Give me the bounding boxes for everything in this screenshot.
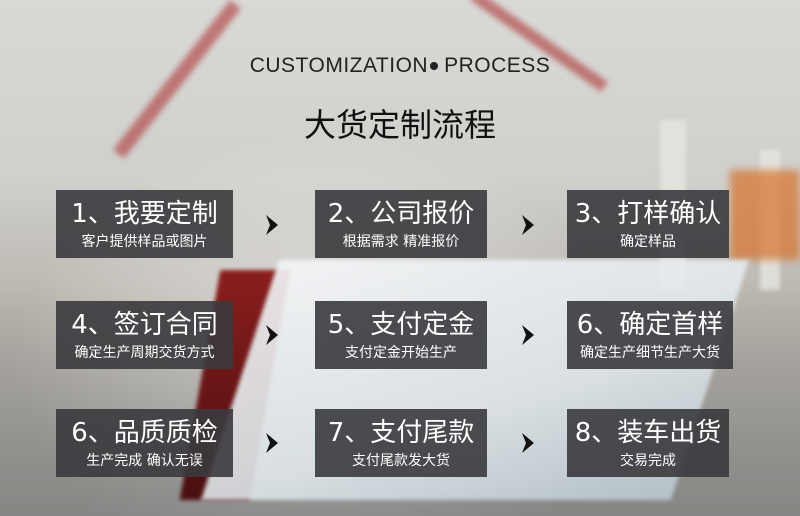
chevron-right-icon (516, 430, 542, 456)
separator-dot-icon (430, 62, 439, 71)
background-machine (730, 170, 800, 260)
chevron-right-icon (260, 430, 286, 456)
step-title: 5、支付定金 (327, 310, 475, 340)
chevron-right-icon (260, 322, 286, 348)
step-title: 6、品质质检 (71, 418, 218, 448)
step-subtitle: 支付尾款发大货 (352, 453, 450, 469)
step-title: 1、我要定制 (71, 199, 218, 229)
step-card: 3、打样确认 确定样品 (567, 190, 729, 258)
chevron-right-icon (260, 212, 286, 238)
step-subtitle: 交易完成 (620, 453, 676, 469)
step-subtitle: 确定生产细节生产大货 (580, 345, 720, 361)
step-title: 6、确定首样 (576, 310, 724, 340)
step-card: 1、我要定制 客户提供样品或图片 (56, 190, 233, 258)
step-card: 6、确定首样 确定生产细节生产大货 (567, 301, 733, 369)
step-card: 2、公司报价 根据需求 精准报价 (315, 190, 487, 258)
heading-chinese: 大货定制流程 (303, 106, 496, 144)
step-title: 2、公司报价 (327, 199, 475, 229)
step-title: 8、装车出货 (574, 418, 722, 448)
step-card: 4、签订合同 确定生产周期交货方式 (56, 301, 233, 369)
step-title: 4、签订合同 (71, 310, 218, 340)
heading-english-right: PROCESS (444, 54, 551, 77)
step-subtitle: 确定样品 (620, 234, 676, 250)
heading-english: CUSTOMIZATION PROCESS (0, 54, 800, 78)
step-title: 3、打样确认 (574, 199, 722, 229)
step-subtitle: 生产完成 确认无误 (86, 453, 203, 469)
chevron-right-icon (516, 212, 542, 238)
heading-english-left: CUSTOMIZATION (249, 54, 429, 77)
step-subtitle: 客户提供样品或图片 (81, 234, 208, 250)
step-subtitle: 确定生产周期交货方式 (74, 345, 215, 361)
step-subtitle: 支付定金开始生产 (345, 345, 457, 361)
step-card: 5、支付定金 支付定金开始生产 (315, 301, 487, 369)
step-subtitle: 根据需求 精准报价 (342, 234, 460, 250)
step-card: 6、品质质检 生产完成 确认无误 (56, 409, 233, 477)
step-title: 7、支付尾款 (327, 418, 475, 448)
chevron-right-icon (516, 322, 542, 348)
background-beam (470, 0, 608, 92)
step-card: 7、支付尾款 支付尾款发大货 (315, 409, 487, 477)
step-card: 8、装车出货 交易完成 (567, 409, 729, 477)
